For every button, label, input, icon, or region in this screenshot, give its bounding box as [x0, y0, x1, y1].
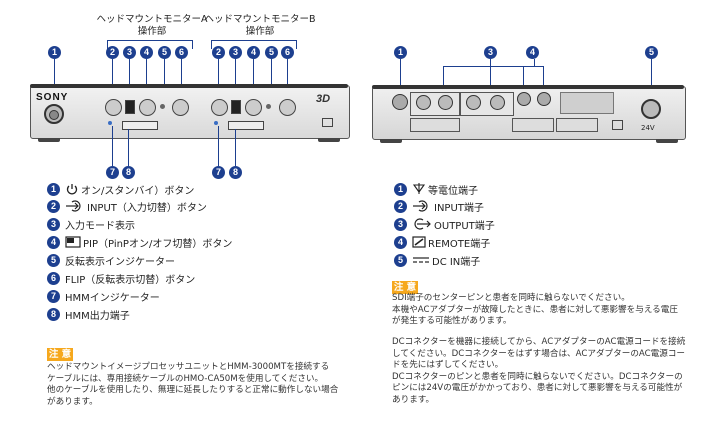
legend-item-dc-in: 5 DC IN端子 [394, 253, 480, 268]
callout-front-6a: 6 [175, 46, 188, 59]
input-icon [413, 200, 428, 212]
group-b-caption: ヘッドマウントモニターB 操作部 [204, 14, 316, 37]
front-legend: 1 オン/スタンバイ）ボタン 2 INPUT（入力切替）ボタン 3 入力モード表… [47, 182, 347, 322]
legend-item-flip-indicator: 5 反転表示インジケーター [47, 253, 175, 268]
output-dvi-port-1 [512, 118, 554, 132]
input-sdi-1 [416, 95, 431, 110]
input-dvi-port [410, 118, 460, 132]
notice-text-left: ヘッドマウントイメージプロセッサユニットとHMM-3000MTを接続する ケーブ… [47, 362, 339, 407]
callout-rear-4: 4 [526, 46, 539, 59]
callout-front-8a: 8 [122, 166, 135, 179]
callout-rear-3: 3 [484, 46, 497, 59]
output-sdi-2 [490, 95, 505, 110]
callout-front-3b: 3 [229, 46, 242, 59]
callout-front-7b: 7 [212, 166, 225, 179]
callout-front-3a: 3 [123, 46, 136, 59]
callout-front-8b: 8 [229, 166, 242, 179]
input-mode-display-a [125, 100, 135, 114]
legend-item-input-mode: 3 入力モード表示 [47, 217, 135, 232]
flip-button-b[interactable] [279, 99, 296, 116]
group-a-bracket [107, 40, 193, 49]
output-sdi-1 [466, 95, 481, 110]
pip-button-b[interactable] [245, 99, 262, 116]
dc-in-terminal [641, 99, 661, 119]
callout-rear-5: 5 [645, 46, 658, 59]
input-sdi-2 [438, 95, 453, 110]
hmm-indicator-a [108, 121, 112, 125]
input-mode-display-b [231, 100, 241, 114]
callout-front-5a: 5 [158, 46, 171, 59]
group-b-bracket [211, 40, 297, 49]
flip-indicator-b [266, 104, 271, 109]
callout-front-2a: 2 [106, 46, 119, 59]
power-icon [66, 184, 78, 195]
dc-icon [413, 257, 429, 263]
remote-terminal-1 [517, 92, 531, 106]
legend-item-hmm-indicator: 7 HMMインジケーター [47, 289, 160, 304]
output-icon [414, 218, 431, 230]
callout-front-7a: 7 [106, 166, 119, 179]
callout-rear-1: 1 [394, 46, 407, 59]
flip-button-a[interactable] [172, 99, 189, 116]
legend-item-flip: 6 FLIP（反転表示切替）ボタン [47, 271, 195, 286]
legend-item-input: 2 INPUT（入力切替）ボタン [47, 199, 207, 214]
hmm-output-b [228, 121, 264, 130]
group-a-caption: ヘッドマウントモニターA 操作部 [96, 14, 208, 37]
legend-item-ground: 1 等電位端子 [394, 182, 478, 197]
ground-icon [412, 183, 426, 194]
label-icon [322, 118, 333, 127]
callout-front-5b: 5 [265, 46, 278, 59]
notice-label-right: 注 意 [392, 281, 418, 294]
callout-front-2b: 2 [212, 46, 225, 59]
input-button-b[interactable] [211, 99, 228, 116]
output-dvi-port-2 [556, 118, 598, 132]
callout-front-6b: 6 [281, 46, 294, 59]
dc-voltage-label: 24V [641, 124, 655, 132]
pip-icon [65, 236, 81, 248]
rear-legend: 1 等電位端子 2 INPUT端子 3 OUTPUT端子 4 REMOTE端子 … [394, 182, 694, 272]
notice-text-right-1: SDI端子のセンターピンと患者を同時に触らないでください。 本機やACアダプター… [392, 293, 678, 327]
3d-badge: 3D [316, 93, 331, 105]
remote-icon [412, 236, 426, 248]
sony-logo: SONY [36, 92, 69, 103]
input-button-a[interactable] [105, 99, 122, 116]
label-plate [560, 92, 614, 114]
notice-label-left: 注 意 [47, 348, 73, 361]
hmm-indicator-b [214, 121, 218, 125]
power-button[interactable] [44, 104, 64, 124]
callout-front-1: 1 [48, 46, 61, 59]
notice-text-right-2: DCコネクターを機器に接続してから、ACアダプターのAC電源コードを接続 してく… [392, 337, 686, 405]
remote-terminal-2 [537, 92, 551, 106]
hmm-output-a [122, 121, 158, 130]
legend-item-hmm-output: 8 HMM出力端子 [47, 307, 130, 322]
legend-item-remote: 4 REMOTE端子 [394, 235, 490, 250]
equipotential-terminal [392, 94, 408, 110]
input-icon [66, 200, 81, 212]
flip-indicator-a [160, 104, 165, 109]
pip-button-a[interactable] [139, 99, 156, 116]
legend-item-output-terminal: 3 OUTPUT端子 [394, 217, 495, 232]
callout-front-4a: 4 [140, 46, 153, 59]
legend-item-input-terminal: 2 INPUT端子 [394, 199, 484, 214]
legend-item-power: 1 オン/スタンバイ）ボタン [47, 182, 194, 197]
callout-front-4b: 4 [247, 46, 260, 59]
front-device-body [30, 85, 350, 139]
legend-item-pip: 4 PIP（PinPオン/オフ切替）ボタン [47, 235, 232, 250]
